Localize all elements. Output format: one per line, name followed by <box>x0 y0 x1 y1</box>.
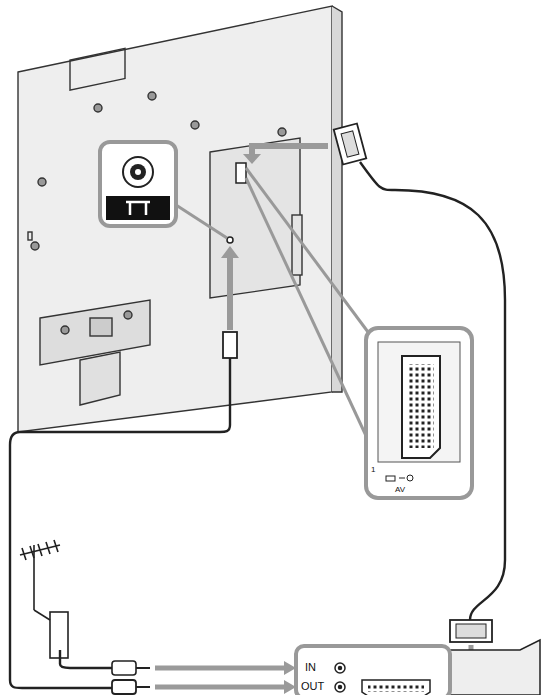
scart-cable <box>334 124 505 642</box>
tv-antenna-port <box>227 237 233 243</box>
scart-arrow <box>243 146 328 164</box>
scart-socket-zoom <box>246 168 472 498</box>
port-label: 1 <box>370 466 376 474</box>
antenna-socket-zoom <box>100 142 227 238</box>
port-label: IN <box>304 662 317 673</box>
antenna-port-arrow <box>221 246 239 330</box>
tv-back <box>18 6 342 432</box>
tv-scart-port <box>236 163 246 183</box>
port-label: OUT <box>300 681 325 692</box>
aerial <box>20 540 150 675</box>
recorder <box>296 640 540 695</box>
coax-cable-out <box>10 332 237 694</box>
port-label: AV <box>394 486 406 494</box>
